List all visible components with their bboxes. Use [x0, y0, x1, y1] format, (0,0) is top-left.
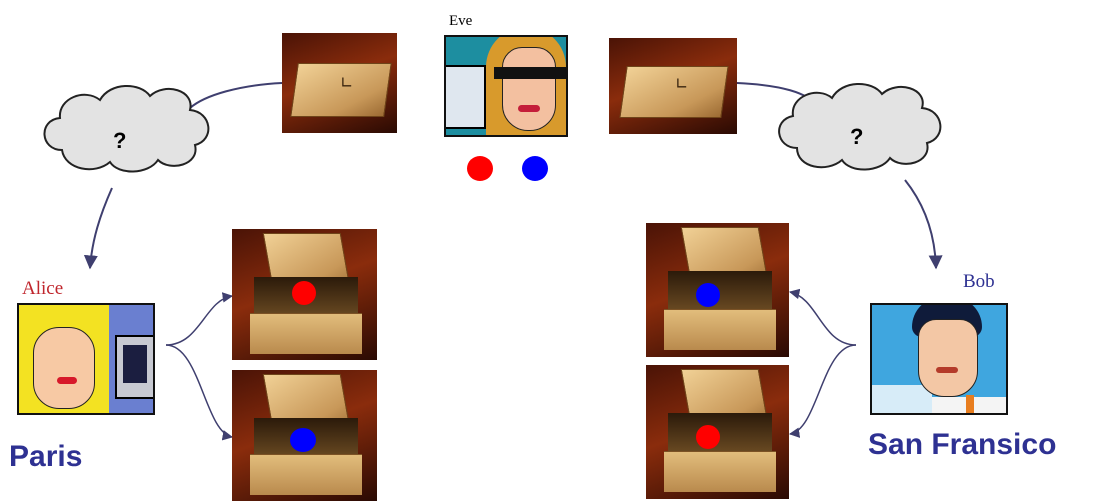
alice-portrait	[17, 303, 155, 415]
alice-name: Alice	[22, 278, 63, 300]
cloud-question-right: ?	[850, 124, 863, 150]
arrow-bob-to-top-box	[790, 292, 856, 345]
blue-ball-icon	[290, 428, 316, 452]
arrow-cloud-to-bob	[905, 180, 936, 268]
lock-icon: ∟	[340, 73, 353, 92]
open-box-red-alice	[232, 229, 377, 360]
bob-portrait	[870, 303, 1008, 415]
alice-city-label: Paris	[9, 440, 82, 474]
bob-city-label: San Fransico	[868, 428, 1056, 462]
arrow-alice-to-top-box	[166, 296, 232, 345]
open-box-red-bob	[646, 365, 789, 499]
closed-box-photo-left: ∟	[282, 33, 397, 133]
arrow-bob-to-bottom-box	[790, 345, 856, 434]
arrow-alice-to-bottom-box	[166, 345, 232, 437]
red-ball-icon	[696, 425, 720, 449]
eve-portrait	[444, 35, 568, 137]
closed-box-photo-right: ∟	[609, 38, 737, 134]
red-ball-icon	[467, 156, 493, 181]
open-box-blue-alice	[232, 370, 377, 501]
red-ball-icon	[292, 281, 316, 305]
bob-name: Bob	[963, 271, 995, 293]
open-box-blue-bob	[646, 223, 789, 357]
cloud-question-left: ?	[113, 128, 126, 154]
blue-ball-icon	[696, 283, 720, 307]
arrow-cloud-to-alice	[90, 188, 112, 268]
lock-icon: ∟	[675, 74, 688, 93]
eve-name: Eve	[449, 13, 472, 30]
curve-box-to-cloud-left	[190, 83, 282, 108]
blue-ball-icon	[522, 156, 548, 181]
